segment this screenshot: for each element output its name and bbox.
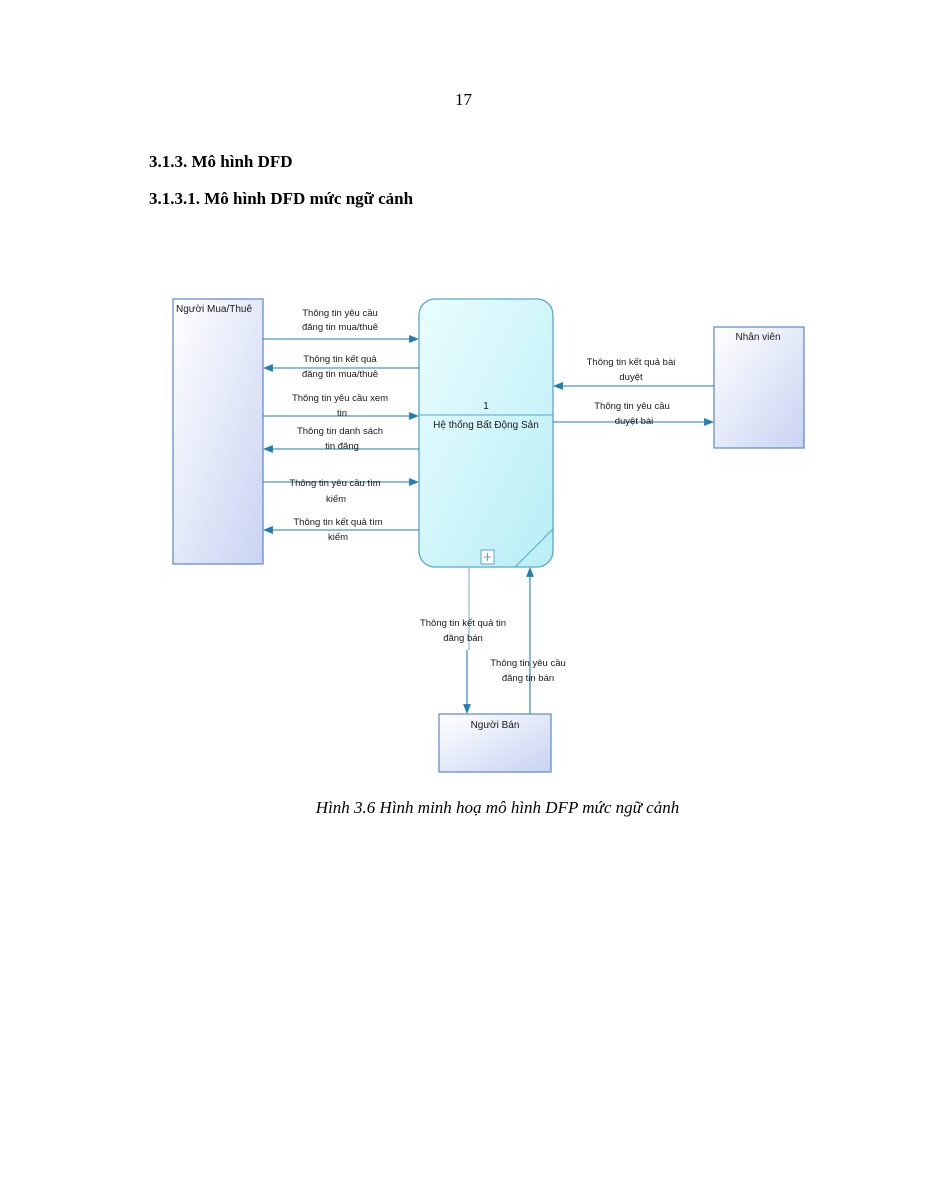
svg-text:duyệt: duyệt xyxy=(619,372,643,383)
page-number: 17 xyxy=(455,90,472,109)
flow-buyer-post-result: Thông tin kết quả đăng tin mua/thuê xyxy=(263,354,419,380)
svg-text:đăng tin mua/thuê: đăng tin mua/thuê xyxy=(302,322,378,333)
flow-staff-review-result: Thông tin kết quả bài duyệt xyxy=(553,357,714,390)
svg-text:Thông tin yêu cầu: Thông tin yêu cầu xyxy=(594,401,670,412)
svg-text:Thông tin kết quả: Thông tin kết quả xyxy=(303,354,377,365)
subsection-heading: 3.1.3.1. Mô hình DFD mức ngữ cảnh xyxy=(149,189,414,208)
svg-text:Thông tin yêu cầu: Thông tin yêu cầu xyxy=(490,658,566,669)
process-number: 1 xyxy=(483,401,489,412)
svg-text:đăng tin bán: đăng tin bán xyxy=(502,673,554,684)
svg-text:đăng tin mua/thuê: đăng tin mua/thuê xyxy=(302,369,378,380)
svg-text:Thông tin kết quả tìm: Thông tin kết quả tìm xyxy=(293,517,382,528)
svg-text:đăng bán: đăng bán xyxy=(443,633,483,644)
entity-buyer-label: Người Mua/Thuê xyxy=(176,304,252,315)
entity-staff: Nhân viên xyxy=(713,326,805,449)
flow-buyer-listing-info: Thông tin danh sách tin đăng xyxy=(263,426,419,453)
figure-caption: Hình 3.6 Hình minh hoạ mô hình DFP mức n… xyxy=(315,798,680,817)
svg-text:tin đăng: tin đăng xyxy=(325,441,359,452)
svg-text:Thông tin yêu cầu tìm: Thông tin yêu cầu tìm xyxy=(289,478,380,489)
svg-text:Thông tin danh sách: Thông tin danh sách xyxy=(297,426,383,437)
flow-seller-post-result: Thông tin kết quả tin đăng bán xyxy=(420,567,506,714)
process-name: Hệ thống Bất Động Sản xyxy=(433,419,539,431)
flow-staff-review-request: Thông tin yêu cầu duyệt bài xyxy=(553,401,714,427)
process-real-estate-system: 1 Hệ thống Bất Động Sản xyxy=(418,298,554,568)
svg-text:duyệt bài: duyệt bài xyxy=(615,416,654,427)
svg-text:Thông tin yêu cầu xem: Thông tin yêu cầu xem xyxy=(292,393,388,404)
svg-text:tin: tin xyxy=(337,408,347,419)
entity-seller-label: Người Bán xyxy=(471,720,520,731)
process-corner-mark xyxy=(514,528,554,568)
flow-buyer-view-request: Thông tin yêu cầu xem tin xyxy=(263,393,419,420)
flow-buyer-search-result: Thông tin kết quả tìm kiếm xyxy=(263,517,419,543)
entity-buyer: Người Mua/Thuê xyxy=(172,298,264,565)
svg-text:kiếm: kiếm xyxy=(326,494,346,505)
flow-buyer-post-request: Thông tin yêu cầu đăng tin mua/thuê xyxy=(263,308,419,343)
entity-staff-label: Nhân viên xyxy=(735,332,780,343)
flow-buyer-search-request: Thông tin yêu cầu tìm kiếm xyxy=(263,478,419,505)
svg-text:Thông tin yêu cầu: Thông tin yêu cầu xyxy=(302,308,378,319)
svg-text:Thông tin kết quả bài: Thông tin kết quả bài xyxy=(587,357,676,368)
flow-seller-post-request: Thông tin yêu cầu đăng tin bán xyxy=(490,567,566,714)
section-heading: 3.1.3. Mô hình DFD xyxy=(149,152,293,171)
entity-seller: Người Bán xyxy=(438,713,552,773)
svg-text:kiếm: kiếm xyxy=(328,532,348,543)
svg-text:Thông tin kết quả tin: Thông tin kết quả tin xyxy=(420,618,506,629)
